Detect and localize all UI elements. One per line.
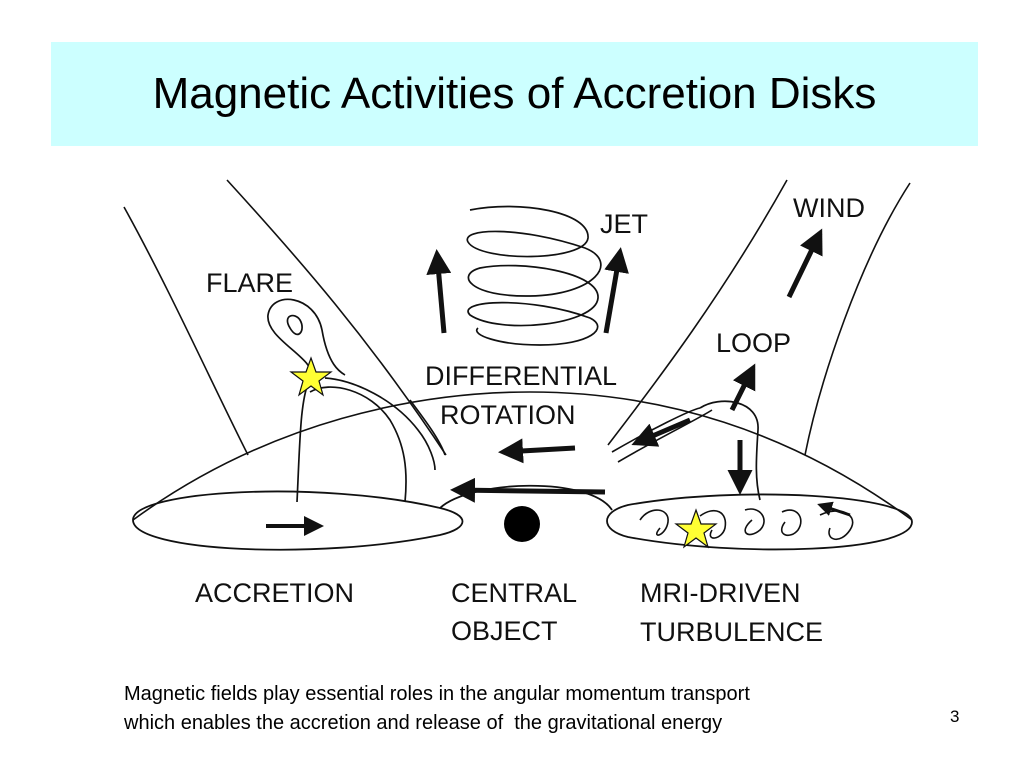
jet-helix	[466, 205, 602, 346]
jet-arrow-left	[426, 249, 452, 334]
caption-line-2: which enables the accretion and release …	[124, 712, 723, 734]
squiggle-2	[699, 509, 727, 539]
rotation-arrow-lower	[450, 477, 606, 503]
turbulence-star-icon	[674, 508, 718, 549]
page-number: 3	[950, 707, 960, 726]
loop-arch	[699, 400, 761, 501]
disk-right-half	[606, 493, 913, 551]
turbulence-squiggles	[639, 508, 854, 540]
squiggle-4	[780, 509, 802, 537]
jet-helix-coil	[466, 205, 602, 346]
label-wind: WIND	[793, 193, 865, 223]
central-object-dot	[504, 506, 540, 542]
left-field-line-inner	[226, 179, 447, 456]
corona-envelope	[132, 391, 913, 521]
disk-left-half	[132, 490, 464, 551]
flare-footpoint-right	[324, 377, 436, 471]
flare-footpoint-left	[309, 386, 407, 503]
rotation-arrow-upper	[498, 438, 576, 464]
field-lines	[123, 179, 913, 521]
flare-inner-loop	[286, 314, 303, 336]
label-object: OBJECT	[451, 616, 558, 646]
caption-line-1: Magnetic fields play essential roles in …	[124, 683, 750, 705]
label-differential: DIFFERENTIAL	[425, 361, 617, 391]
loop-arrow-inward	[631, 417, 691, 447]
left-field-line-outer	[123, 206, 249, 456]
squiggle-3	[744, 508, 765, 536]
flare-star-icon	[289, 356, 333, 397]
squiggle-1	[639, 509, 669, 536]
right-field-line-outer	[804, 182, 911, 456]
flare-loops	[267, 298, 436, 503]
squiggle-5	[819, 510, 854, 540]
wind-arrow	[786, 228, 823, 299]
label-mri-driven: MRI-DRIVEN	[640, 578, 801, 608]
right-field-line-inner	[607, 179, 788, 446]
arrows	[266, 228, 851, 536]
label-central: CENTRAL	[451, 578, 577, 608]
flare-outer-loop	[267, 298, 346, 503]
loop-arrow-up	[729, 363, 756, 412]
label-accretion: ACCRETION	[195, 578, 354, 608]
center-field-line-right-1	[611, 407, 701, 453]
label-flare: FLARE	[206, 268, 293, 298]
slide-caption: Magnetic fields play essential roles in …	[124, 680, 944, 738]
label-rotation: ROTATION	[440, 400, 576, 430]
title-banner: Magnetic Activities of Accretion Disks	[51, 42, 978, 146]
center-field-line-left	[409, 399, 446, 456]
label-turbulence: TURBULENCE	[640, 617, 823, 647]
jet-arrow-right	[603, 247, 629, 334]
label-loop: LOOP	[716, 328, 791, 358]
center-field-lines	[409, 399, 713, 463]
loop-line	[699, 400, 761, 501]
label-jet: JET	[600, 209, 648, 239]
slide-title: Magnetic Activities of Accretion Disks	[152, 69, 877, 118]
center-field-line-right-2	[617, 409, 713, 463]
